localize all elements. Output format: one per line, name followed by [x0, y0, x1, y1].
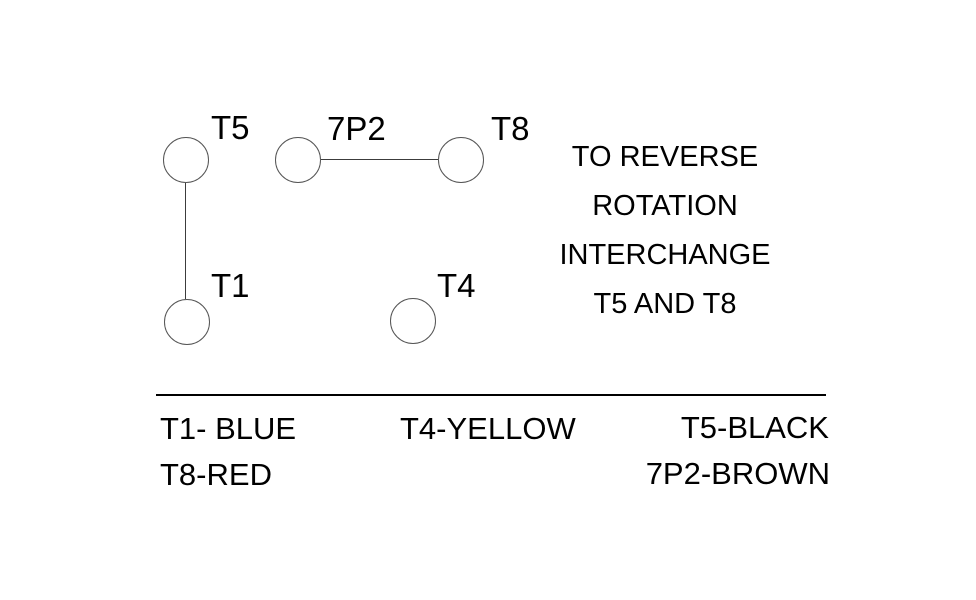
terminal-circle-t4 — [390, 298, 436, 344]
terminal-label-t5: T5 — [211, 109, 250, 146]
legend-entry-t5-black: T5-BLACK — [680, 410, 829, 445]
legend-entry-t1-blue: T1- BLUE — [160, 411, 297, 446]
terminal-circle-t5 — [163, 137, 209, 183]
legend-entry-7p2-brown: 7P2-BROWN — [645, 456, 830, 491]
terminal-label-7p2: 7P2 — [327, 110, 386, 147]
terminal-label-t8: T8 — [491, 110, 530, 147]
legend-divider-line — [156, 394, 826, 396]
reverse-rotation-note: TO REVERSE ROTATION INTERCHANGE T5 AND T… — [540, 133, 790, 329]
legend-entry-t8-red: T8-RED — [160, 457, 272, 492]
wire-t5-to-t1 — [185, 183, 186, 299]
terminal-label-t1: T1 — [211, 267, 250, 304]
terminal-circle-7p2 — [275, 137, 321, 183]
note-line-4: T5 AND T8 — [593, 288, 737, 320]
note-line-2: ROTATION — [592, 190, 738, 222]
wire-7p2-to-t8 — [321, 159, 438, 160]
terminal-circle-t8 — [438, 137, 484, 183]
terminal-circle-t1 — [164, 299, 210, 345]
note-line-3: INTERCHANGE — [559, 239, 771, 271]
terminal-label-t4: T4 — [437, 267, 476, 304]
legend-entry-t4-yellow: T4-YELLOW — [400, 411, 576, 446]
note-line-1: TO REVERSE — [571, 141, 759, 173]
